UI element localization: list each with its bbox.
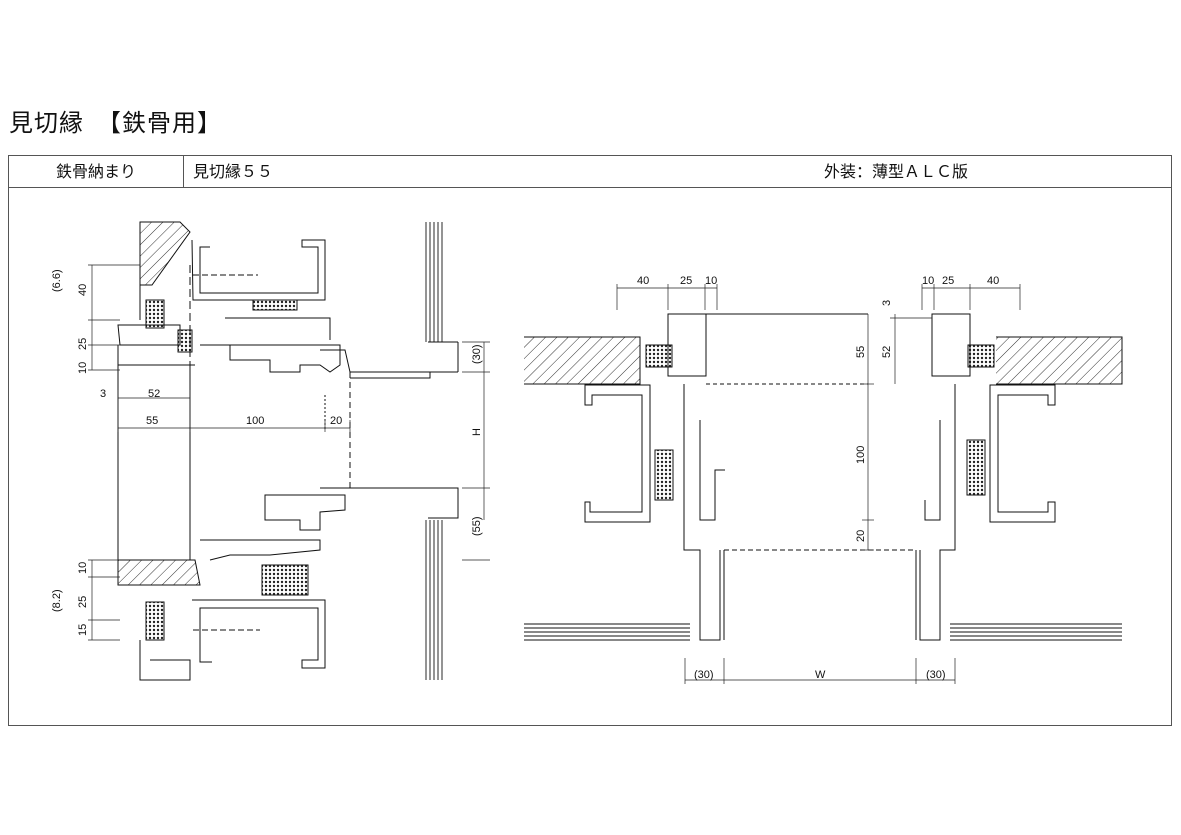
- dim-40: 40: [77, 284, 89, 296]
- dim-plan-40: 40: [637, 275, 649, 287]
- dim-55-paren: (55): [471, 516, 483, 536]
- plan-section-dimensions: [616, 284, 1021, 684]
- dim-55: 55: [146, 415, 158, 427]
- header-row: 鉄骨納まり 見切縁５５ 外装：薄型ＡＬＣ版: [9, 156, 1171, 188]
- dim-10b: 10: [77, 562, 89, 574]
- dim-8-2: (8.2): [51, 589, 63, 612]
- dim-52: 52: [148, 388, 160, 400]
- dim-10: 10: [77, 362, 89, 374]
- dim-plan-W: W: [815, 669, 826, 681]
- dim-plan-25: 25: [680, 275, 692, 287]
- plan-section: [524, 313, 1123, 641]
- vertical-section-dimensions: [88, 264, 490, 641]
- dim-plan-40r: 40: [987, 275, 999, 287]
- dim-plan-100: 100: [855, 446, 867, 464]
- dim-plan-30l: (30): [694, 669, 714, 681]
- dim-plan-55: 55: [855, 346, 867, 358]
- header-detail-type: 鉄骨納まり: [9, 156, 184, 187]
- vertical-section-labels: (6.6) 40 25 10 10 (8.2) 25 15 3 52 55 10…: [51, 269, 483, 636]
- dim-plan-10r: 10: [922, 275, 934, 287]
- dim-30: (30): [471, 344, 483, 364]
- dim-15: 15: [77, 624, 89, 636]
- header-exterior: 外装：薄型ＡＬＣ版: [824, 162, 969, 181]
- dim-20: 20: [330, 415, 342, 427]
- dim-6-6: (6.6): [51, 269, 63, 292]
- plan-section-labels: 40 25 10 10 25 40 55 100 20 3 52 (30) W …: [637, 275, 999, 681]
- dim-H: H: [471, 428, 483, 436]
- header-product: 見切縁５５: [193, 162, 274, 181]
- dim-plan-3: 3: [881, 300, 893, 306]
- dim-plan-30r: (30): [926, 669, 946, 681]
- dim-plan-25r: 25: [942, 275, 954, 287]
- dim-plan-52: 52: [881, 346, 893, 358]
- dim-25b: 25: [77, 596, 89, 608]
- page-title: 見切縁 【鉄骨用】: [9, 109, 222, 137]
- vertical-section: [117, 221, 459, 681]
- dim-25: 25: [77, 338, 89, 350]
- drawing-frame: 鉄骨納まり 見切縁５５ 外装：薄型ＡＬＣ版: [8, 155, 1172, 726]
- dim-plan-20: 20: [855, 530, 867, 542]
- dim-100: 100: [246, 415, 264, 427]
- dim-plan-10: 10: [705, 275, 717, 287]
- dim-3: 3: [100, 388, 106, 400]
